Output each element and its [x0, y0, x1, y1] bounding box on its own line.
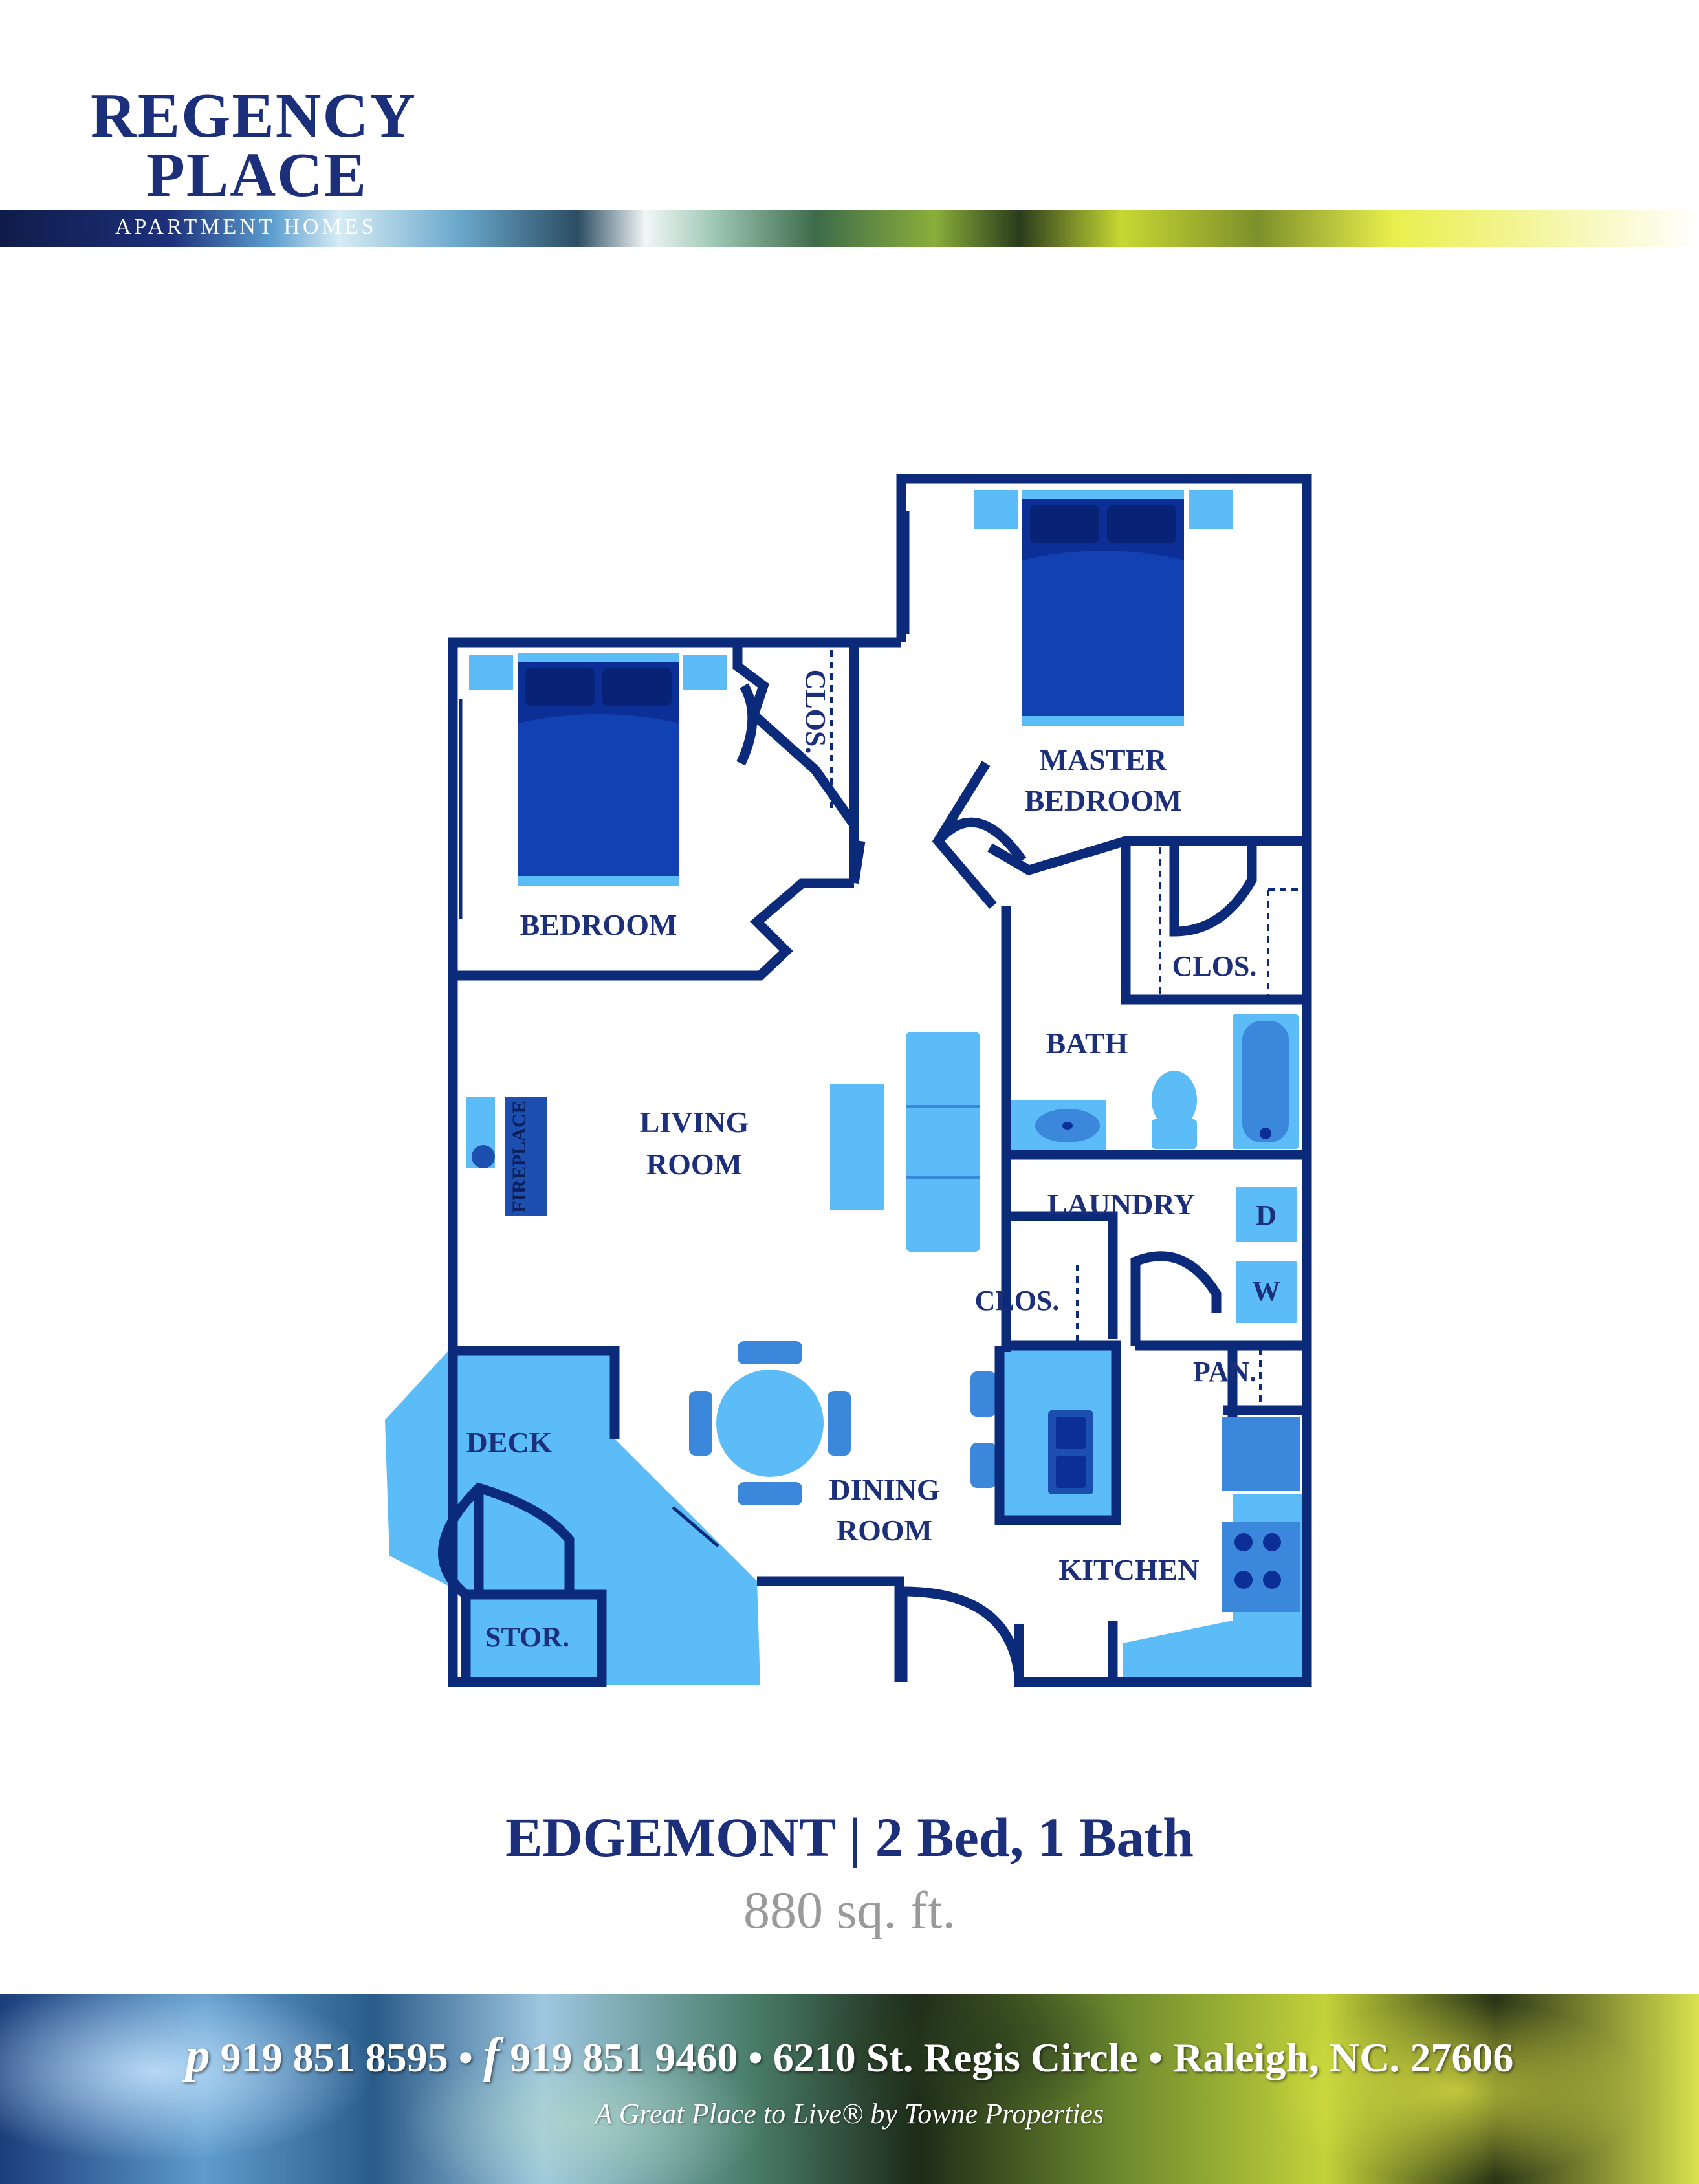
label-kitchen: KITCHEN [1058, 1553, 1199, 1586]
walls [438, 474, 1312, 1687]
kitchen-counters [970, 1346, 1307, 1682]
bedroom-bed [469, 653, 727, 886]
dining-table [689, 1341, 851, 1505]
footer-contact: p 919 851 8595 • f 919 851 9460 • 6210 S… [0, 2027, 1699, 2084]
label-storage: STOR. [485, 1621, 569, 1653]
unit-square-feet: 880 sq. ft. [743, 1881, 956, 1939]
label-closet-hall: CLOS. [975, 1285, 1060, 1316]
label-washer: W [1252, 1275, 1280, 1307]
label-master-bedroom-1: MASTER [1040, 743, 1168, 776]
label-bath: BATH [1046, 1027, 1128, 1060]
label-bedroom: BEDROOM [520, 908, 677, 941]
phone-number: 919 851 8595 • [220, 2035, 473, 2080]
label-closet-bedroom: CLOS. [800, 670, 831, 754]
label-dining-room-1: DINING [829, 1473, 939, 1506]
footer-tagline: A Great Place to Live® by Towne Properti… [595, 2098, 1104, 2130]
master-bedroom-bed [974, 490, 1233, 726]
unit-title: EDGEMONT | 2 Bed, 1 Bath [505, 1806, 1194, 1868]
footer-band: p 919 851 8595 • f 919 851 9460 • 6210 S… [0, 1994, 1699, 2184]
phone-symbol: p [185, 2028, 210, 2082]
label-pantry: PAN. [1193, 1356, 1256, 1388]
dashed-closet-lines [830, 650, 1304, 1407]
deck-area [385, 1351, 760, 1685]
label-master-bedroom-2: BEDROOM [1025, 784, 1182, 817]
label-fireplace: FIREPLACE [509, 1100, 530, 1212]
living-room-furniture [466, 1032, 980, 1252]
label-living-room-1: LIVING [640, 1106, 749, 1139]
logo-line1: REGENCY [91, 81, 417, 151]
logo-line2: PLACE [146, 140, 368, 210]
fax-symbol: f [483, 2028, 500, 2082]
label-dining-room-2: ROOM [837, 1514, 932, 1547]
label-laundry: LAUNDRY [1047, 1188, 1195, 1221]
label-dryer: D [1256, 1199, 1277, 1231]
label-closet-master: CLOS. [1172, 950, 1257, 982]
label-living-room-2: ROOM [646, 1148, 742, 1181]
fax-and-address: 919 851 9460 • 6210 St. Regis Circle • R… [510, 2035, 1514, 2080]
logo-subtitle: APARTMENT HOMES [115, 215, 377, 239]
windows [459, 511, 910, 1547]
label-deck: DECK [466, 1426, 553, 1459]
header-band [0, 210, 1699, 247]
logo: REGENCY PLACE APARTMENT HOMES [0, 0, 1699, 252]
bath-fixtures [1009, 1014, 1299, 1323]
